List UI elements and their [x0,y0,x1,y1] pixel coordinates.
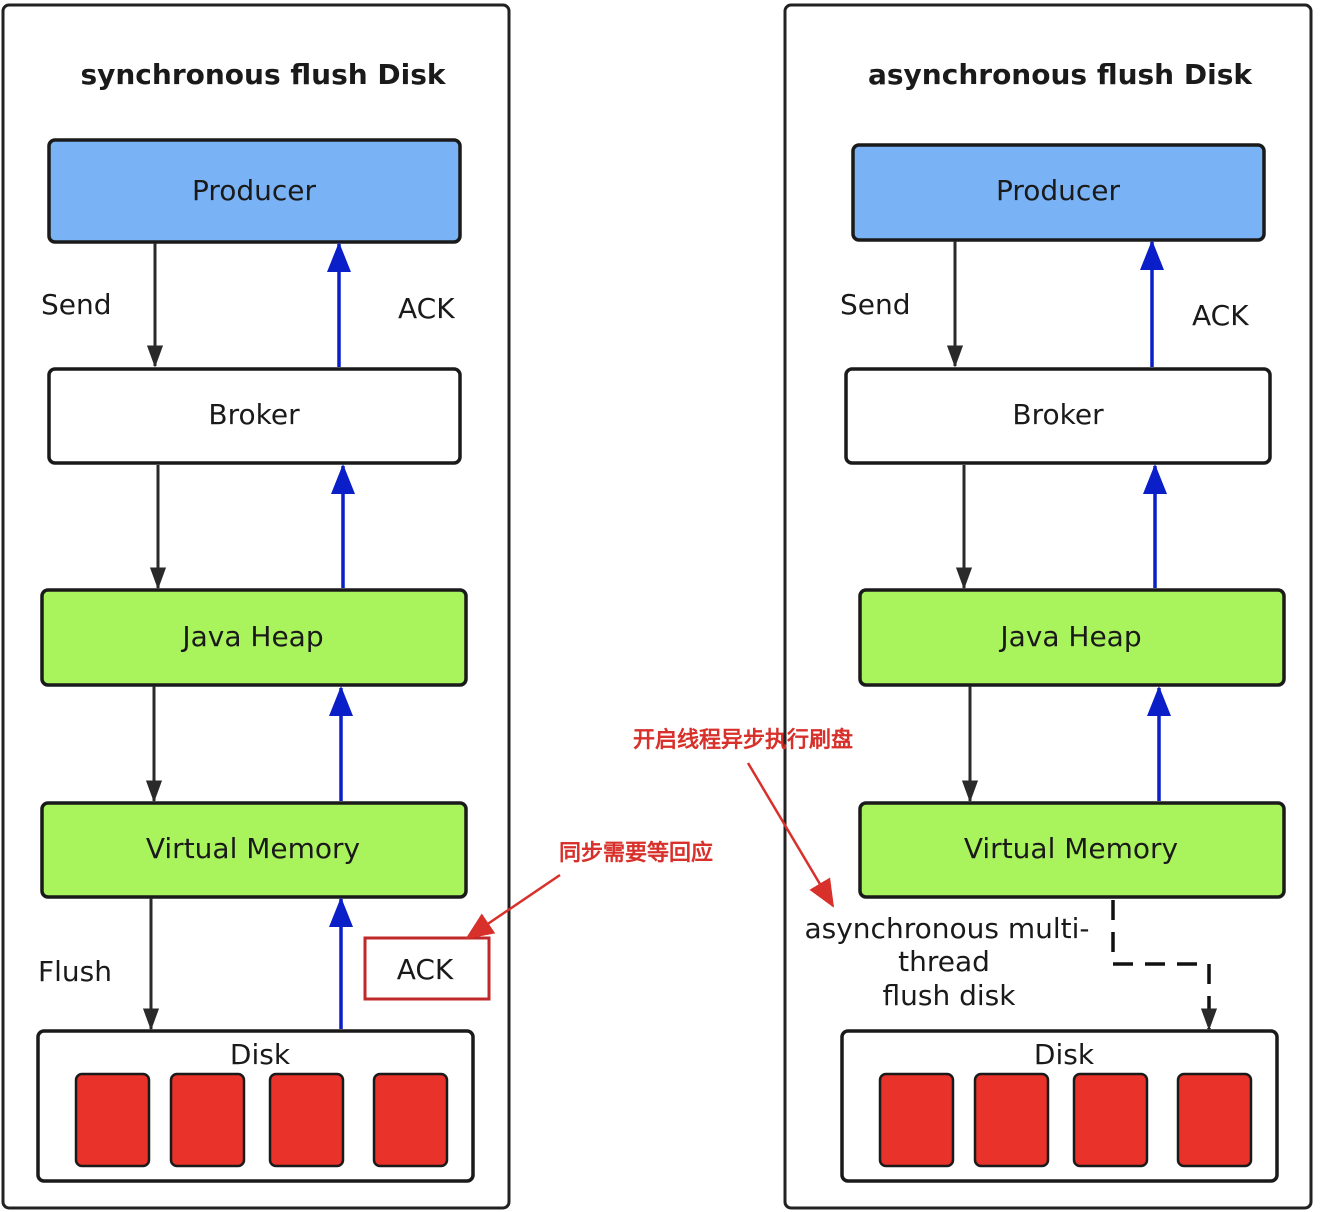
sync-annotation-arrow [465,873,561,940]
sync-flush-label: Flush [38,955,112,988]
async-send-label: Send [840,288,911,321]
async-disk-block-4 [1176,1072,1253,1168]
async-virtual-memory-label: Virtual Memory [964,832,1178,865]
async-panel: asynchronous flush Disk Producer Send AC… [783,3,1313,1210]
sync-disk-block-3 [268,1072,345,1168]
sync-ack-top-label: ACK [398,292,455,325]
sync-panel: synchronous flush Disk Producer Send ACK… [1,3,511,1210]
async-broker-box [844,367,1272,465]
async-disk-block-2 [973,1072,1050,1168]
async-note-line-3: flush disk [883,979,1017,1012]
async-flush-dashed-arrow [1111,900,1218,1031]
sync-disk-label: Disk [230,1038,291,1071]
sync-ack-highlight-box [363,936,491,1001]
async-annotation-arrow [746,762,835,908]
sync-java-heap-label: Java Heap [180,620,323,653]
async-broker-label: Broker [1012,398,1104,431]
sync-broker-label: Broker [208,398,300,431]
sync-java-heap-box [40,588,468,687]
sync-producer-box [47,138,462,244]
async-virtual-memory-box [858,801,1286,899]
async-java-heap-box [858,588,1286,687]
async-disk-block-1 [878,1072,955,1168]
async-disk-block-3 [1072,1072,1149,1168]
sync-disk-block-1 [74,1072,151,1168]
async-annotation-text: 开启线程异步执行刷盘 [633,727,853,753]
sync-broker-box [47,367,462,465]
async-ack-top-label: ACK [1192,299,1249,332]
sync-annotation-text: 同步需要等回应 [559,840,713,866]
async-producer-label: Producer [996,174,1121,207]
sync-disk-block-2 [169,1072,246,1168]
async-java-heap-label: Java Heap [998,620,1141,653]
sync-producer-label: Producer [192,174,317,207]
sync-disk-block-4 [372,1072,449,1168]
async-note-line-1: asynchronous multi- [804,912,1089,945]
sync-virtual-memory-label: Virtual Memory [146,832,360,865]
sync-send-label: Send [41,288,112,321]
async-note-line-2: thread [898,945,990,978]
sync-virtual-memory-box [40,801,468,899]
async-producer-box [851,143,1266,242]
async-title: asynchronous flush Disk [868,58,1253,91]
sync-title: synchronous flush Disk [80,58,446,91]
annotations: 同步需要等回应 开启线程异步执行刷盘 [465,727,853,940]
async-disk-label: Disk [1034,1038,1095,1071]
sync-ack-bottom-label: ACK [397,953,454,986]
